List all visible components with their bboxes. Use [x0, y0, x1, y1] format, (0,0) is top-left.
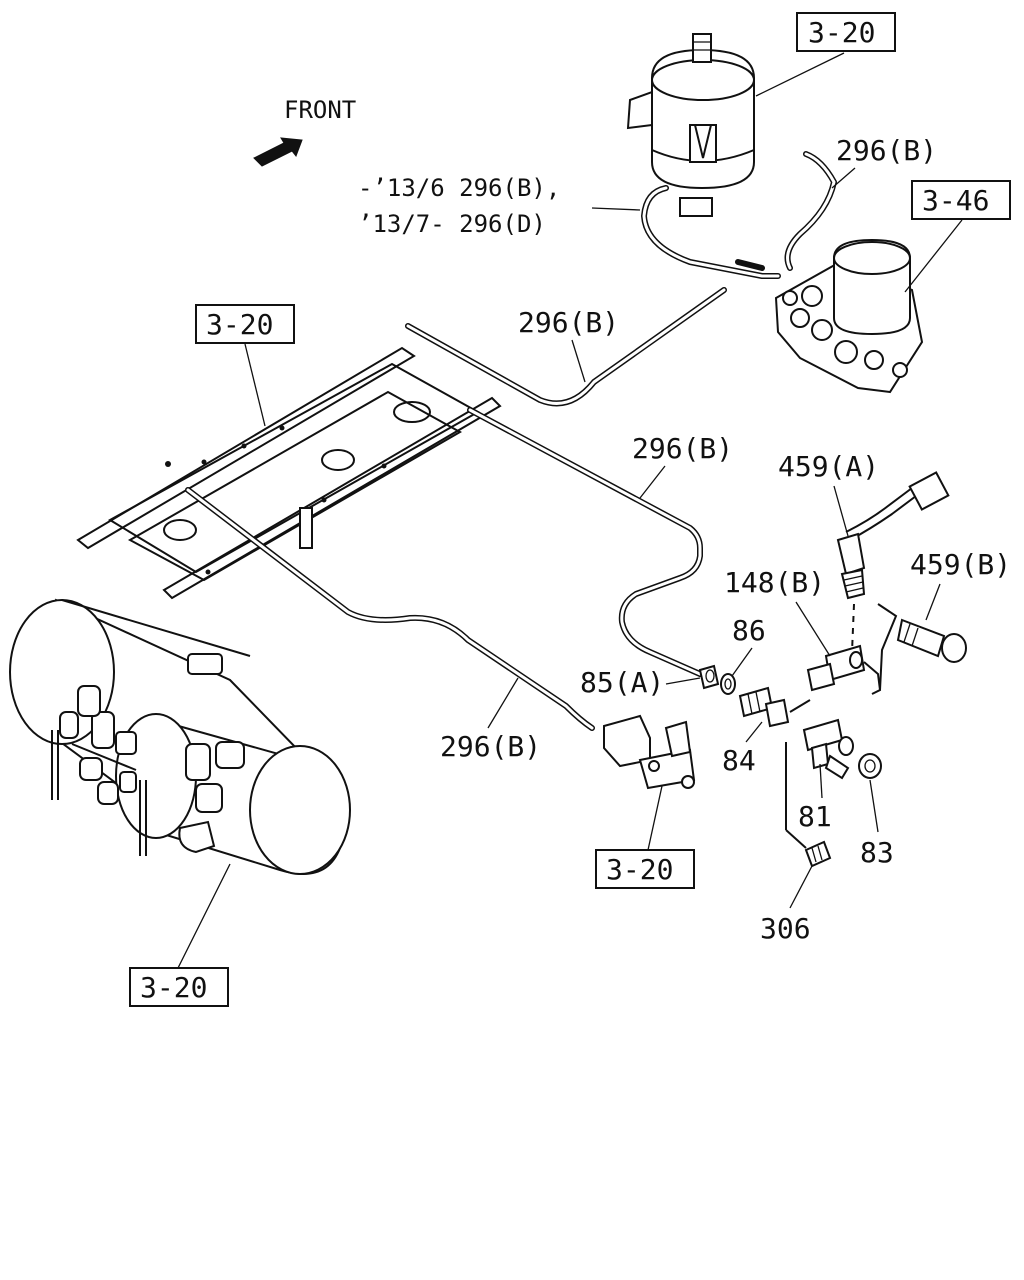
ref-box-airdryer: 3-46 [911, 180, 1011, 220]
ref-box-top: 3-20 [796, 12, 896, 52]
svg-text:3-20: 3-20 [140, 971, 207, 1004]
ref-box-tank: 3-20 [129, 967, 229, 1007]
label-pipe-dryer-2: ’13/7- 296(D) [358, 210, 546, 238]
label-81: 81 [798, 800, 832, 833]
top-air-tank [626, 33, 755, 217]
valve-assembly [603, 714, 696, 790]
label-pipe-right: 296(B) [632, 432, 733, 465]
connector-84 [738, 686, 811, 728]
washer-86 [720, 673, 736, 695]
cap-83 [858, 753, 882, 779]
label-84: 84 [722, 744, 756, 777]
label-pipe-mid: 296(B) [518, 306, 619, 339]
elbow-fitting-81 [802, 718, 854, 780]
label-pipe-top-right: 296(B) [836, 134, 937, 167]
svg-text:3-46: 3-46 [922, 184, 989, 217]
frame-cross-member [76, 346, 502, 600]
label-459b: 459(B) [910, 548, 1011, 581]
svg-text:3-20: 3-20 [206, 308, 273, 341]
pressure-switch-459b [896, 618, 967, 663]
ref-box-frame: 3-20 [195, 304, 295, 344]
tee-fitting-148b [806, 603, 898, 695]
svg-text:3-20: 3-20 [606, 853, 673, 886]
svg-text:3-20: 3-20 [808, 16, 875, 49]
label-306: 306 [760, 912, 811, 945]
label-83: 83 [860, 836, 894, 869]
label-85a: 85(A) [580, 666, 664, 699]
label-pipe-dryer-1: -’13/6 296(B), [358, 174, 560, 202]
pressure-sensor-459a [836, 471, 950, 653]
label-459a: 459(A) [778, 450, 879, 483]
pipe-dryer-lines [641, 151, 837, 279]
nut-85a [698, 664, 720, 690]
ref-box-valve: 3-20 [595, 849, 695, 889]
air-tank [9, 598, 351, 875]
label-pipe-lower: 296(B) [440, 730, 541, 763]
plug-306 [804, 840, 832, 868]
air-dryer [774, 238, 924, 394]
label-148b: 148(B) [724, 566, 825, 599]
front-arrow-icon [253, 137, 303, 167]
pipe-main [185, 287, 727, 731]
front-label: FRONT [284, 96, 356, 124]
label-86: 86 [732, 614, 766, 647]
